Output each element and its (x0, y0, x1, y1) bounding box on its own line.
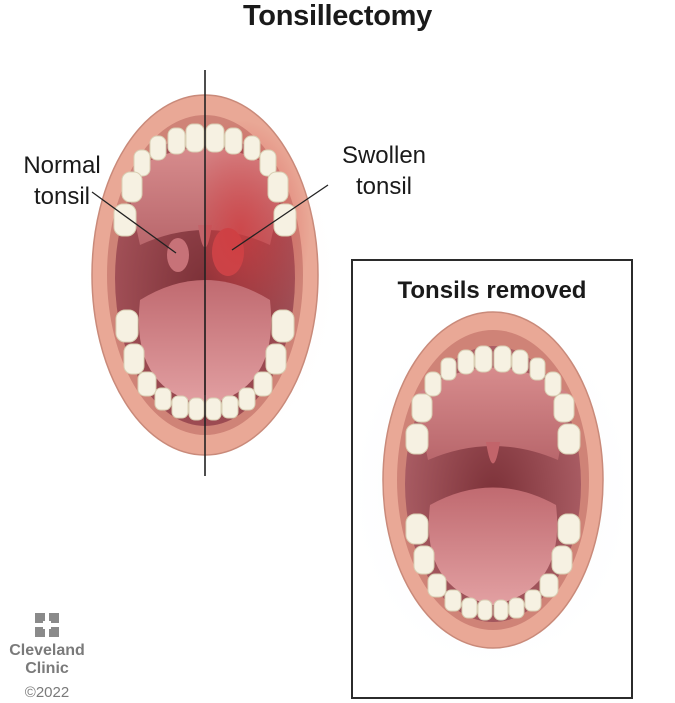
lower-teeth (115, 309, 295, 421)
swollen-tonsil-label: Swollen tonsil (341, 142, 427, 200)
copyright-text: ©2022 (24, 684, 70, 701)
page-title: Tonsillectomy (243, 0, 432, 32)
swollen-tonsil-pointer (231, 184, 329, 251)
cleveland-clinic-mark-icon (35, 613, 59, 637)
mouth-open-comparison (91, 70, 329, 476)
panel-title: Tonsils removed (397, 277, 587, 304)
lower-teeth-removed (405, 513, 581, 621)
tonsils-removed-panel: Tonsils removed (351, 259, 633, 699)
mouth-tonsils-removed (382, 311, 604, 649)
normal-tonsil-pointer (91, 191, 177, 254)
logo-line-2: Clinic (25, 660, 69, 677)
normal-tonsil-label: Normal tonsil (23, 152, 101, 210)
upper-teeth-removed (405, 345, 581, 455)
upper-teeth (113, 123, 297, 237)
logo-line-1: Cleveland (9, 642, 85, 659)
normal-tonsil-shape (167, 238, 189, 272)
cleveland-clinic-logo: Cleveland Clinic ©2022 (4, 612, 90, 702)
